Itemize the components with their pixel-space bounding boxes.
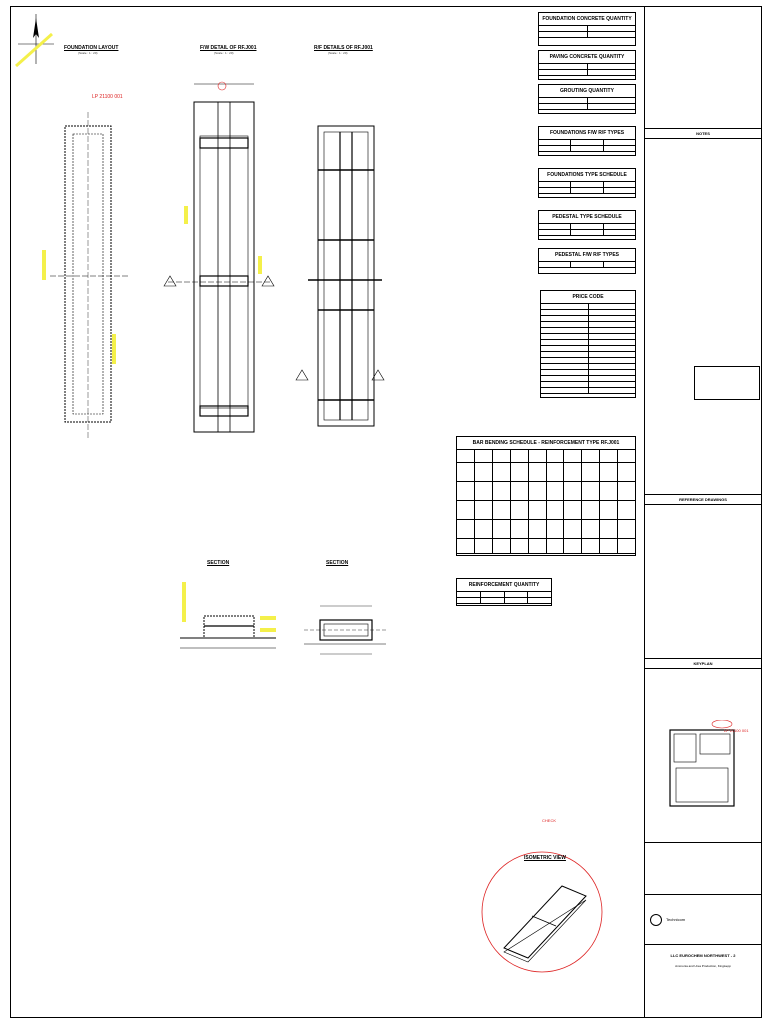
company-logo-icon <box>650 913 662 926</box>
table-reinforcement-qty: REINFORCEMENT QUANTITY <box>456 578 552 606</box>
table-foundation-concrete: FOUNDATION CONCRETE QUANTITY <box>538 12 636 46</box>
foundation-tag: LP 21100 001 <box>92 94 123 100</box>
table-pedestal-type: PEDESTAL TYPE SCHEDULE <box>538 210 636 240</box>
fw-detail-title: F/W DETAIL OF RF.J001 <box>200 45 257 51</box>
foundation-layout-title: FOUNDATION LAYOUT <box>64 45 119 51</box>
reference-drawings-panel: REFERENCE DRAWINGS <box>644 494 762 570</box>
table-price-code: PRICE CODE <box>540 290 636 398</box>
table-bar-bending: BAR BENDING SCHEDULE - REINFORCEMENT TYP… <box>456 436 636 556</box>
keyplan-map <box>669 720 735 807</box>
section-b-title: SECTION <box>326 560 349 566</box>
check-markup: CHECK <box>542 818 557 823</box>
revision-table <box>644 842 762 894</box>
foundation-layout-scale: (Scale : 1 : 20) <box>78 51 98 55</box>
section-a-title: SECTION <box>207 560 230 566</box>
table-foundations-type: FOUNDATIONS TYPE SCHEDULE <box>538 168 636 198</box>
keyplan-tag: LP 21100 001 <box>724 728 749 733</box>
title-block: LLC EUROCHEM NORTHWEST - 2 Ammonia and U… <box>644 944 762 1018</box>
notes-panel: NOTES <box>644 128 762 368</box>
keyplan-panel: KEYPLAN <box>644 658 762 842</box>
side-panel-divider <box>644 6 645 1018</box>
table-grouting: GROUTING QUANTITY <box>538 84 636 114</box>
table-paving-concrete: PAVING CONCRETE QUANTITY <box>538 50 636 80</box>
rf-details-title: R/F DETAILS OF RF.J001 <box>314 45 373 51</box>
rf-details-drawing <box>295 125 385 427</box>
drawing-sheet <box>10 6 762 1018</box>
section-a-drawing <box>180 582 276 649</box>
rf-details-scale: (Scale : 1 : 20) <box>328 51 348 55</box>
table-foundations-fw-rf: FOUNDATIONS F/W R/F TYPES <box>538 126 636 156</box>
foundation-layout-drawing <box>42 112 130 440</box>
fw-detail-drawing <box>163 81 275 433</box>
fw-detail-scale: (Scale : 1 : 20) <box>214 51 234 55</box>
table-pedestal-fw-rf: PEDESTAL F/W R/F TYPES <box>538 248 636 274</box>
project-name: Ammonia and Urea Production, Kingisepp <box>675 964 731 968</box>
company-logo-block: Technicom <box>644 894 762 944</box>
section-b-drawing <box>304 605 386 655</box>
north-arrow-icon <box>15 14 54 68</box>
isometric-view-title: ISOMETRIC VIEW <box>524 855 566 861</box>
approval-stamp <box>694 366 760 400</box>
company-name: Technicom <box>666 917 686 922</box>
client-name: LLC EUROCHEM NORTHWEST - 2 <box>670 953 736 958</box>
isometric-view-drawing <box>481 851 603 973</box>
